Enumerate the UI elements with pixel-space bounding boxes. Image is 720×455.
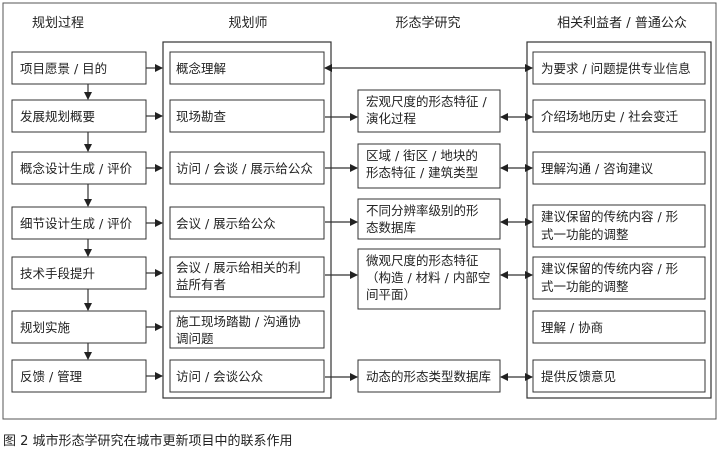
research-item-label: 宏观尺度的形态特征 / bbox=[366, 94, 487, 109]
process-step-box bbox=[11, 99, 147, 133]
research-item-box bbox=[357, 248, 501, 310]
connector-arrows bbox=[84, 64, 533, 381]
public-item-label: 式一功能的调整 bbox=[541, 279, 629, 294]
planner-item-box bbox=[169, 206, 325, 240]
research-item-label: 态数据库 bbox=[366, 220, 416, 235]
process-step-label: 规划实施 bbox=[20, 320, 71, 335]
research-item-box bbox=[357, 143, 501, 189]
public-item-label: 式一功能的调整 bbox=[541, 227, 629, 242]
public-item-box bbox=[532, 204, 706, 248]
planner-item-box bbox=[169, 359, 325, 393]
process-step-box bbox=[11, 151, 147, 185]
planner-item-box bbox=[169, 99, 325, 133]
header-public: 相关利益者 / 普通公众 bbox=[557, 16, 687, 31]
process-step-box bbox=[11, 359, 147, 393]
process-step-label: 技术手段提升 bbox=[20, 266, 95, 281]
public-item-box bbox=[532, 310, 706, 344]
public-item-label: 理解沟通 / 咨询建议 bbox=[541, 161, 654, 176]
research-item-label: 间平面） bbox=[366, 287, 416, 302]
process-step-box bbox=[11, 206, 147, 240]
public-item-box bbox=[532, 359, 706, 393]
process-step-label: 概念设计生成 / 评价 bbox=[20, 161, 133, 176]
research-item-label: 不同分辨率级别的形 bbox=[366, 203, 479, 218]
planner-item-label: 访问 / 会谈 / 展示给公众 bbox=[176, 161, 313, 176]
planner-item-label: 现场勘查 bbox=[176, 109, 227, 124]
research-item-label: （构造 / 材料 / 内部空 bbox=[366, 270, 490, 285]
process-step-box bbox=[11, 310, 147, 344]
public-item-box bbox=[532, 51, 706, 85]
planner-item-label: 概念理解 bbox=[176, 61, 226, 76]
research-item-label: 动态的形态类型数据库 bbox=[366, 369, 491, 384]
public-item-label: 理解 / 协商 bbox=[541, 320, 603, 335]
public-item-label: 建议保留的传统内容 / 形 bbox=[541, 261, 679, 276]
planner-item-label: 调问题 bbox=[176, 331, 214, 346]
research-item-label: 演化过程 bbox=[366, 111, 417, 126]
planner-item-box bbox=[169, 256, 325, 298]
planner-item-label: 施工现场踏勘 / 沟通协 bbox=[176, 314, 301, 329]
research-item-box bbox=[357, 89, 501, 133]
planner-item-label: 会议 / 展示给相关的利 bbox=[176, 260, 301, 275]
process-step-label: 发展规划概要 bbox=[20, 109, 95, 124]
header-process: 规划过程 bbox=[32, 16, 84, 31]
planner-item-label: 访问 / 会谈公众 bbox=[176, 369, 263, 384]
public-item-label: 为要求 / 问题提供专业信息 bbox=[541, 61, 691, 76]
planner-item-label: 会议 / 展示给公众 bbox=[176, 216, 276, 231]
header-planner: 规划师 bbox=[228, 16, 267, 31]
research-item-label: 微观尺度的形态特征 bbox=[366, 253, 479, 268]
planner-item-box bbox=[169, 310, 325, 349]
public-item-label: 建议保留的传统内容 / 形 bbox=[541, 209, 679, 224]
planner-item-label: 益所有者 bbox=[176, 277, 226, 292]
research-item-label: 区域 / 街区 / 地块的 bbox=[366, 148, 478, 163]
planner-item-box bbox=[169, 151, 325, 185]
process-step-label: 细节设计生成 / 评价 bbox=[20, 216, 133, 231]
public-item-box bbox=[532, 256, 706, 300]
process-step-box bbox=[11, 256, 147, 290]
process-step-label: 项目愿景 / 目的 bbox=[20, 61, 107, 76]
figure-caption: 图 2 城市形态学研究在城市更新项目中的联系作用 bbox=[3, 433, 293, 449]
process-step-label: 反馈 / 管理 bbox=[20, 369, 83, 384]
public-item-label: 介绍场地历史 / 社会变迁 bbox=[541, 109, 679, 124]
research-item-box bbox=[357, 198, 501, 240]
public-item-label: 提供反馈意见 bbox=[541, 369, 616, 384]
research-item-label: 形态特征 / 建筑类型 bbox=[366, 165, 478, 180]
public-item-box bbox=[532, 99, 706, 133]
header-research: 形态学研究 bbox=[395, 15, 460, 31]
public-item-box bbox=[532, 151, 706, 185]
